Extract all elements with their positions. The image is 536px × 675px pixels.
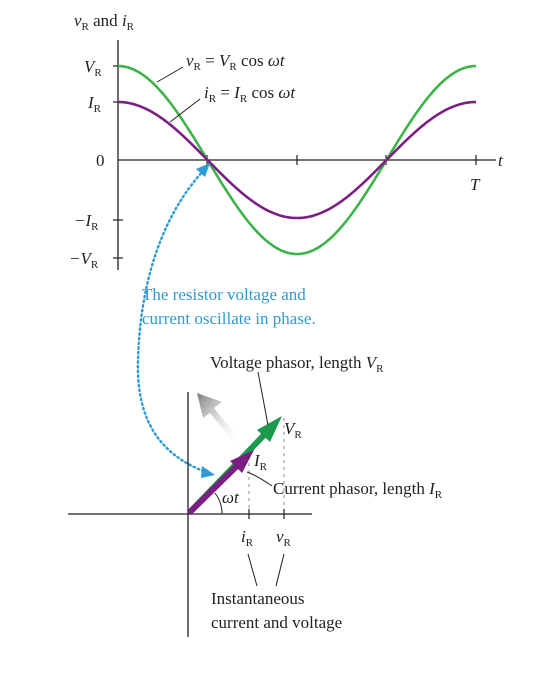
current-caption-leader <box>246 471 273 487</box>
voltage-caption-leader <box>257 371 269 426</box>
projection-i-label: iR <box>241 527 254 549</box>
current-phasor-arrowhead <box>230 450 254 473</box>
voltage-phasor-caption: Voltage phasor, length VR <box>210 353 384 375</box>
tick-label-VR: VR <box>84 57 102 79</box>
omega-t-label: ωt <box>222 488 240 507</box>
omega-t-angle-arc <box>214 492 223 515</box>
bottom-caption-line2: current and voltage <box>211 613 342 632</box>
connector-arrowhead-bottom <box>201 466 215 478</box>
bottom-caption-line1: Instantaneous <box>211 589 304 608</box>
in-phase-note-line1: The resistor voltage and <box>142 285 306 304</box>
ir-tip-label: IR <box>253 451 268 473</box>
rotation-direction-arrow <box>197 393 240 445</box>
tick-label-IR: IR <box>87 93 102 115</box>
tick-label-T: T <box>470 175 481 194</box>
tick-label-zero: 0 <box>96 151 105 170</box>
bottom-caption-leader-v <box>275 553 285 587</box>
connector-arrowhead-top <box>196 163 210 177</box>
graph-y-title: vR and iR <box>74 11 135 33</box>
voltage-phasor-arrowhead <box>257 416 282 442</box>
current-phasor <box>186 461 242 516</box>
projection-v-label: vR <box>276 527 292 549</box>
phasor-diagram: ωt VR IR Voltage phasor, length VR Curre… <box>68 353 443 637</box>
current-equation: iR = IR cos ωt <box>204 83 296 105</box>
voltage-equation: vR = VR cos ωt <box>186 51 286 73</box>
current-eq-leader <box>169 98 201 123</box>
in-phase-dotted-connector <box>136 168 208 474</box>
current-phasor-caption: Current phasor, length IR <box>273 479 443 501</box>
axis-label-t: t <box>498 151 504 170</box>
tick-label-neg-IR: −IR <box>74 211 99 233</box>
voltage-eq-leader <box>156 66 184 83</box>
voltage-curve <box>117 64 477 256</box>
waveform-graph: vR and iR VR IR 0 −IR −VR t T vR = VR co… <box>69 11 504 271</box>
vr-tip-label: VR <box>284 419 302 441</box>
in-phase-note-line2: current oscillate in phase. <box>142 309 316 328</box>
tick-label-neg-VR: −VR <box>69 249 99 271</box>
in-phase-note: The resistor voltage and current oscilla… <box>136 163 316 478</box>
bottom-caption-leader-i <box>247 553 258 587</box>
current-curve <box>117 100 477 220</box>
